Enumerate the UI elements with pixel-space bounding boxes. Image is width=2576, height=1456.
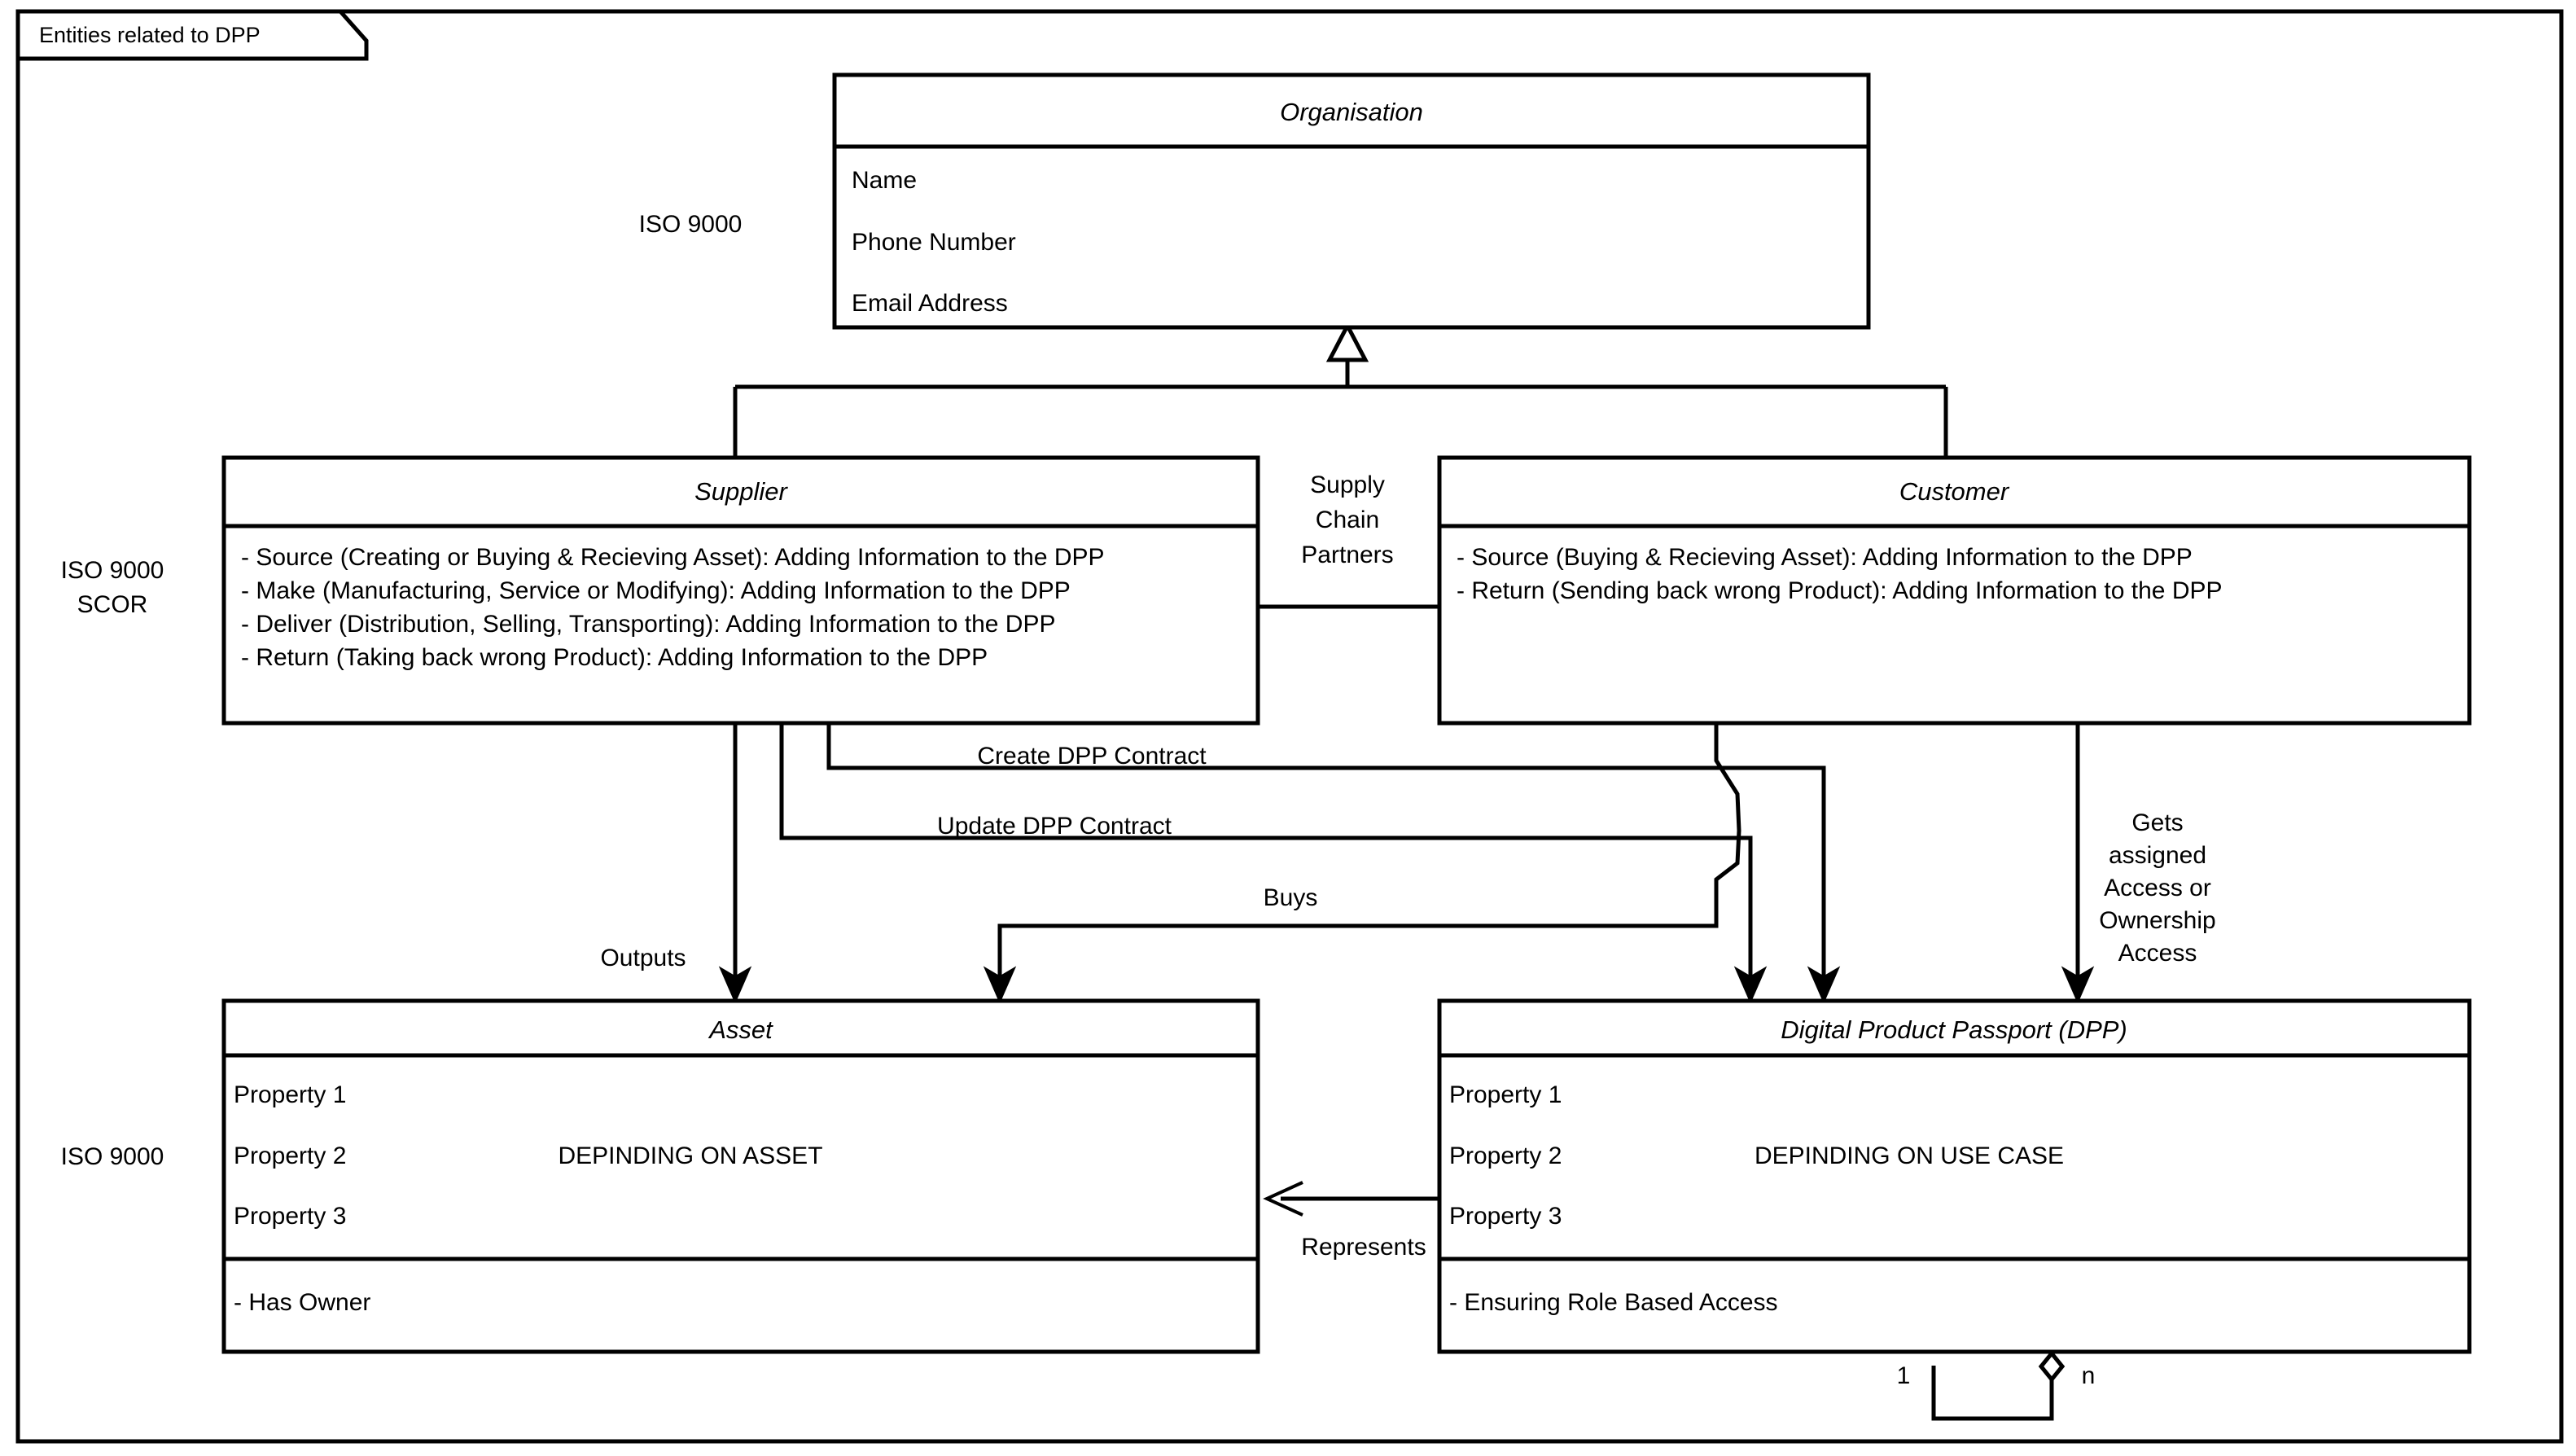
- gets-assigned-label-line: Access: [2118, 940, 2197, 967]
- represents-label: Represents: [1301, 1234, 1426, 1261]
- dpp-attribute: Property 1: [1449, 1081, 1562, 1108]
- buys-label: Buys: [1264, 884, 1318, 911]
- update-dpp-contract-arrowhead-icon: [1733, 966, 1768, 1004]
- supplier-attribute: - Make (Manufacturing, Service or Modify…: [241, 577, 1071, 604]
- outputs-label: Outputs: [600, 945, 686, 971]
- supplier-attribute: - Source (Creating or Buying & Recieving…: [241, 544, 1105, 571]
- gets-assigned-label-line: Gets: [2131, 809, 2183, 836]
- dpp-title: Digital Product Passport (DPP): [1781, 1015, 2127, 1044]
- association-supply-chain-partners: Supply Chain Partners: [1256, 471, 1439, 609]
- supplier-attribute: - Return (Taking back wrong Product): Ad…: [241, 644, 988, 671]
- side-label-line: SCOR: [77, 591, 148, 618]
- association-outputs: Outputs: [600, 723, 752, 1004]
- update-dpp-contract-line: [779, 723, 1753, 981]
- class-box-customer[interactable]: Customer - Source (Buying & Recieving As…: [1437, 455, 2472, 726]
- dpp-note: DEPINDING ON USE CASE: [1755, 1142, 2064, 1169]
- frame-border: [15, 9, 2564, 1444]
- supply-chain-partners-label-line: Partners: [1301, 542, 1393, 568]
- represents-arrowhead-icon: [1263, 1181, 1303, 1217]
- asset-attribute: Property 2: [234, 1142, 346, 1169]
- create-dpp-contract-line: [826, 723, 1826, 981]
- customer-title: Customer: [1899, 477, 2010, 506]
- multiplicity-many-label: n: [2082, 1362, 2096, 1389]
- create-dpp-contract-arrowhead-icon: [1807, 966, 1841, 1004]
- association-represents: Represents: [1263, 1181, 1439, 1261]
- dpp-attribute: Property 2: [1449, 1142, 1562, 1169]
- side-annotation-iso-9000-top: ISO 9000: [639, 211, 743, 238]
- asset-box-outline: [221, 998, 1260, 1354]
- association-buys: Buys: [983, 723, 1741, 1004]
- dpp-self-loop-line: [1931, 1366, 2054, 1421]
- dpp-operation: - Ensuring Role Based Access: [1449, 1289, 1778, 1316]
- organisation-title: Organisation: [1280, 98, 1423, 126]
- customer-attribute: - Source (Buying & Recieving Asset): Add…: [1457, 544, 2193, 571]
- supplier-attribute: - Deliver (Distribution, Selling, Transp…: [241, 611, 1055, 638]
- gets-assigned-label-line: Access or: [2104, 875, 2211, 901]
- frame-title-label: Entities related to DPP: [39, 23, 261, 47]
- side-label-line: ISO 9000: [61, 557, 164, 584]
- self-association-dpp: 1 n: [1897, 1350, 2096, 1421]
- update-dpp-contract-label: Update DPP Contract: [937, 813, 1172, 840]
- dpp-box-outline: [1437, 998, 2472, 1354]
- gets-assigned-label-line: Ownership: [2099, 907, 2215, 934]
- diagram-frame: Entities related to DPP: [15, 9, 2564, 1444]
- supply-chain-partners-label-line: Chain: [1316, 507, 1379, 533]
- side-annotation-iso-9000-scor: ISO 9000 SCOR: [61, 557, 164, 618]
- outputs-arrowhead-icon: [718, 966, 752, 1004]
- organisation-box-outline: [832, 72, 1871, 330]
- customer-attribute: - Return (Sending back wrong Product): A…: [1457, 577, 2223, 604]
- class-box-supplier[interactable]: Supplier - Source (Creating or Buying & …: [221, 455, 1260, 726]
- association-gets-assigned-access: Gets assigned Access or Ownership Access: [2061, 723, 2216, 1004]
- asset-attribute: Property 1: [234, 1081, 346, 1108]
- buys-line: [997, 723, 1741, 981]
- create-dpp-contract-label: Create DPP Contract: [977, 743, 1207, 770]
- multiplicity-one-label: 1: [1897, 1362, 1911, 1389]
- class-box-asset[interactable]: Asset Property 1 Property 2 Property 3 D…: [221, 998, 1260, 1354]
- association-create-dpp-contract: Create DPP Contract: [826, 723, 1841, 1004]
- gets-assigned-label-line: assigned: [2109, 842, 2206, 869]
- dpp-attribute: Property 3: [1449, 1203, 1562, 1230]
- buys-arrowhead-icon: [983, 966, 1017, 1004]
- customer-box-outline: [1437, 455, 2472, 726]
- side-label-line: ISO 9000: [639, 211, 743, 238]
- generalization-arrowhead-icon: [1325, 321, 1369, 362]
- asset-title: Asset: [708, 1015, 773, 1044]
- generalization-to-organisation: [733, 321, 1948, 458]
- asset-attribute: Property 3: [234, 1203, 346, 1230]
- class-box-digital-product-passport[interactable]: Digital Product Passport (DPP) Property …: [1437, 998, 2472, 1354]
- class-box-organisation[interactable]: Organisation Name Phone Number Email Add…: [832, 72, 1871, 330]
- asset-note: DEPINDING ON ASSET: [558, 1142, 822, 1169]
- organisation-attribute: Email Address: [852, 290, 1008, 317]
- supply-chain-partners-label-line: Supply: [1310, 471, 1385, 498]
- asset-operation: - Has Owner: [234, 1289, 370, 1316]
- organisation-attribute: Name: [852, 167, 917, 194]
- supplier-box-outline: [221, 455, 1260, 726]
- side-label-line: ISO 9000: [61, 1143, 164, 1170]
- frame-title-tab: [15, 9, 369, 61]
- association-update-dpp-contract: Update DPP Contract: [779, 723, 1768, 1004]
- organisation-attribute: Phone Number: [852, 229, 1016, 256]
- side-annotation-iso-9000-bottom: ISO 9000: [61, 1143, 164, 1170]
- gets-assigned-arrowhead-icon: [2061, 966, 2095, 1004]
- aggregation-diamond-icon: [2038, 1350, 2066, 1383]
- supplier-title: Supplier: [694, 477, 788, 506]
